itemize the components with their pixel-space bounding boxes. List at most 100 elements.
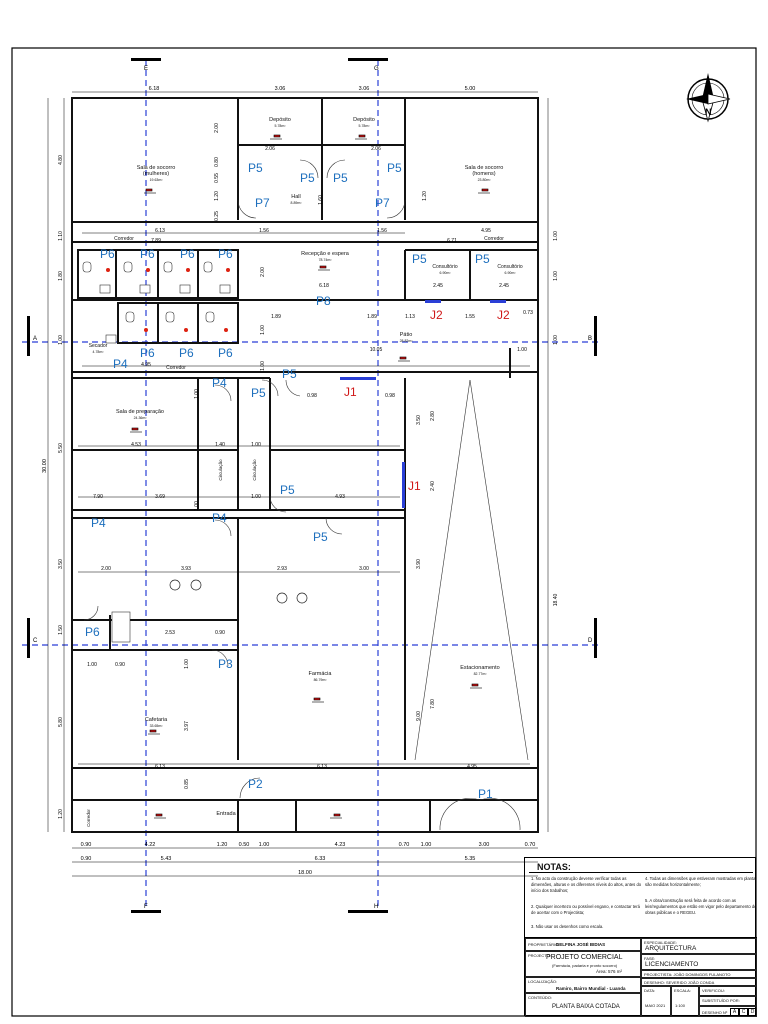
dims-inner-vertical: 2.00 0.80 0.55 1.20 0.25 1.60 1.20 1.00 … (184, 123, 559, 789)
grid-label-top-2: G (374, 66, 379, 72)
walls (71, 97, 539, 833)
dims-inner-v-6: 1.20 (422, 191, 428, 201)
doors-blue-21: P5 (313, 530, 328, 544)
dims-inner-v-18: 3.97 (184, 721, 190, 731)
dims-misc-10: 2.45 (499, 283, 509, 289)
fase-cell: FASE: LICENCIAMENTO (641, 954, 757, 970)
door-swings (83, 159, 521, 831)
especialidade-cell: ESPECIALIDADE: ARQUITECTURA (641, 938, 757, 954)
dims-left-2: 1.80 (58, 271, 64, 281)
dims-inner-v-15: 2.40 (430, 481, 436, 491)
grid-label-right-2: D (588, 638, 593, 644)
dims-inner-v-14: 2.80 (430, 411, 436, 421)
title-block-text: Área: 576 m² (596, 969, 623, 974)
title-block-text: ARQUITECTURA (645, 945, 697, 952)
title-block-text: Ramiro, Bairro Mundial - Luanda (556, 986, 626, 991)
doors-blue-10: P5 (412, 252, 427, 266)
dims-misc-28: 2.00 (101, 566, 111, 572)
doors-blue-26: P2 (248, 777, 263, 791)
dims-bottom-1-8: 3.00 (479, 842, 490, 848)
notes-box: NOTAS: 1. No acto da construção deverse … (525, 858, 757, 938)
title-block-text (529, 872, 753, 873)
grid-label-left-1: A (33, 336, 37, 342)
doors-blue-7: P6 (140, 247, 155, 261)
dims-misc-18: 4.95 (141, 362, 151, 368)
room-circ1: Circulação (218, 459, 223, 481)
doors-blue-16: P4 (113, 357, 128, 371)
dims-bottom-2-3: 5.35 (465, 856, 476, 862)
dims-inner-v-2: 0.55 (214, 173, 220, 183)
title-block-text: DELFINA JOSÉ BIDIAS (556, 942, 606, 947)
north-arrow-icon: N (686, 73, 731, 123)
dims-top-1: 3.06 (275, 86, 286, 92)
room-corr2: Corredor (484, 236, 504, 242)
grid-label-left-2: C (33, 638, 38, 644)
window-bars (340, 300, 506, 508)
proprietario-cell: PROPRIETÁRIO: DELFINA JOSÉ BIDIAS (525, 938, 641, 951)
dims-misc-6: 7.89 (151, 238, 161, 244)
title-block-text: SUBSTITUÍDO POR: (702, 998, 740, 1003)
windows-red-0: J2 (430, 308, 443, 322)
room-labels: Depósito 5.78m² Depósito 5.78m² Sala de … (86, 117, 523, 827)
title-block-text: PROJECTO: (528, 953, 551, 958)
data-cell: DATA: MAIO 2021 (641, 986, 671, 1017)
dims-misc-34: 1.00 (87, 662, 97, 668)
doors-blue-5: P7 (375, 196, 390, 210)
dims-misc-36: 6.13 (155, 764, 165, 770)
doors-blue-3: P5 (387, 161, 402, 175)
dims-inner-v-12: 1.00 (194, 389, 200, 399)
doors-blue-22: P4 (91, 516, 106, 530)
dims-left-3: 1.00 (58, 335, 64, 345)
title-block-text: PROJECTISTA: JOÃO DOMINGOS FULANOTO (644, 972, 731, 977)
dims-misc-31: 3.00 (359, 566, 369, 572)
wc-red-marks (106, 268, 230, 332)
room-corr3: Corredor (166, 365, 186, 371)
doors-blue-9: P6 (218, 247, 233, 261)
room-hall: Hall (291, 194, 300, 200)
conteudo-cell: CONTEÚDO: PLANTA BAIXA COTADA (525, 993, 641, 1017)
room-sala-m-sub: (mulheres) (143, 171, 169, 177)
dims-inner-v-23: 1.00 (184, 659, 190, 669)
dims-misc-16: 10.05 (370, 347, 383, 353)
dims-misc-5: 4.95 (481, 228, 491, 234)
room-secador-area: 4.78m² (93, 350, 105, 354)
dims-misc-9: 2.45 (433, 283, 443, 289)
room-rec: Recepção e espera (301, 251, 350, 257)
dims-misc-32: 2.53 (165, 630, 175, 636)
windows-red-1: J2 (497, 308, 510, 322)
dims-top: 6.18 3.06 3.06 5.00 (149, 86, 476, 92)
substitui-cell: SUBSTITUÍDO POR: (699, 996, 757, 1006)
title-block-text: ESPECIALIDADE: (644, 940, 677, 945)
room-sala-h: Sala de socorro (465, 165, 504, 171)
dims-misc-4: 1.56 (377, 228, 387, 234)
sheet-letter-1: A (730, 1008, 739, 1016)
dims-misc-23: 1.00 (251, 442, 261, 448)
doors-blue-15: P6 (218, 346, 233, 360)
desenho-cell: DESENHO: SEVERIDO JOÃO CONDA (641, 978, 757, 986)
note-2: 2. Qualquer incertezo ou possível engano… (531, 904, 640, 915)
title-block-text: DESENHO: SEVERIDO JOÃO CONDA (644, 980, 715, 985)
dims-bottom-1-3: 0.50 (239, 842, 250, 848)
svg-text:N: N (705, 107, 712, 117)
dims-bottom-2-2: 6.33 (315, 856, 326, 862)
title-block-text: LOCALIZAÇÃO: (528, 979, 558, 984)
doors-blue-8: P6 (180, 247, 195, 261)
room-farm-area: 86.79m² (314, 678, 328, 682)
doors-blue-23: P4 (212, 511, 227, 525)
grid-label-top-1: E (144, 66, 148, 72)
room-cons2-area: 6.90m² (505, 271, 517, 275)
grid-label-bottom-1: F (144, 904, 148, 910)
dims-inner-v-8: 1.00 (553, 271, 559, 281)
dims-misc-33: 0.90 (215, 630, 225, 636)
title-block-text: VERIFICOU: (702, 988, 725, 993)
dims-inner-v-13: 3.50 (416, 415, 422, 425)
grid-axis-markers (27, 58, 597, 913)
dims-bottom-1-4: 1.00 (259, 842, 270, 848)
dims-bottom-1-5: 4.23 (335, 842, 346, 848)
title-block-text: MAIO 2021 (645, 1003, 666, 1008)
dims-misc-26: 1.00 (251, 494, 261, 500)
dims-bottom-2-1: 5.43 (161, 856, 172, 862)
dims-left: 4.80 1.10 1.80 1.00 5.50 3.50 1.50 5.80 … (58, 155, 64, 819)
dims-top-3: 5.00 (465, 86, 476, 92)
